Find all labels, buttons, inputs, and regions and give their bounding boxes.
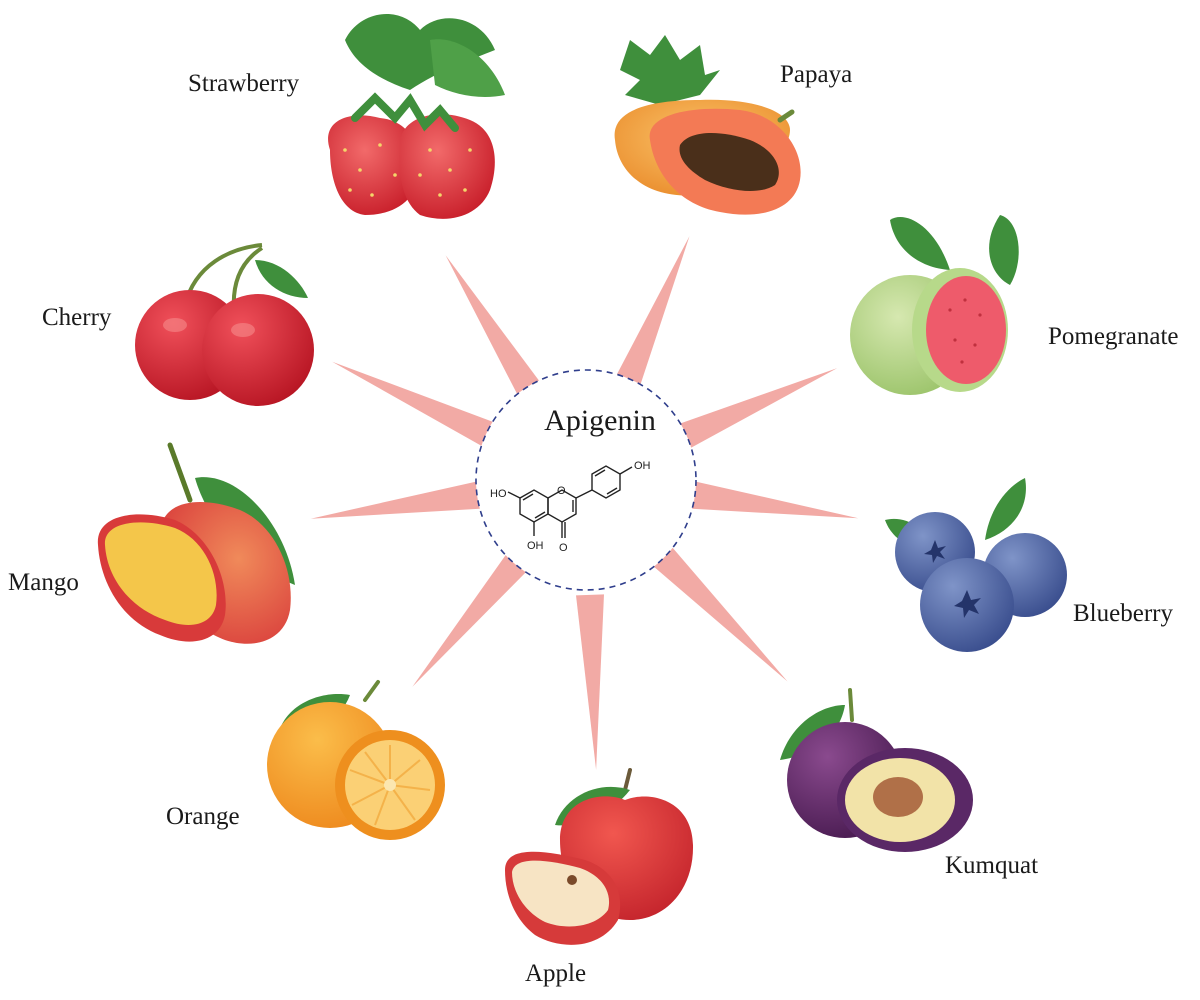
fruit-label-papaya: Papaya (780, 61, 853, 88)
cherry-icon (135, 243, 314, 406)
fruit-label-pomegranate: Pomegranate (1048, 323, 1179, 350)
hydroxyl-5-label: OH (527, 540, 544, 552)
ray-apple (576, 594, 604, 770)
ring-oxygen-label: O (557, 485, 566, 497)
blueberry-icon (885, 478, 1067, 652)
guava-like-fruit-icon (850, 215, 1019, 395)
mango-icon (97, 442, 295, 644)
fruit-label-cherry: Cherry (42, 304, 112, 331)
ray-blueberry (688, 480, 859, 519)
apigenin-structure (507, 465, 633, 538)
ray-pomegranate (671, 368, 838, 453)
fruit-label-mango: Mango (8, 569, 79, 596)
ray-mango (310, 480, 484, 519)
orange-icon (267, 680, 445, 840)
fruit-label-kumquat: Kumquat (945, 852, 1039, 879)
carbonyl-oxygen-label: O (559, 542, 568, 554)
strawberry-icon (328, 13, 505, 219)
fruit-label-blueberry: Blueberry (1073, 600, 1173, 627)
fruit-label-strawberry: Strawberry (188, 70, 300, 97)
compound-title: Apigenin (544, 404, 656, 437)
papaya-icon (614, 35, 801, 215)
ray-strawberry (445, 255, 548, 407)
ray-group (310, 236, 859, 770)
center-dashed-circle (475, 369, 697, 591)
ray-orange (412, 547, 533, 687)
fruit-label-orange: Orange (166, 803, 240, 830)
apple-icon (505, 768, 694, 945)
ray-kumquat (646, 540, 788, 682)
ring-c (547, 489, 577, 523)
ray-papaya (610, 236, 690, 398)
fruit-label-apple: Apple (525, 960, 587, 987)
plum-like-fruit-icon (780, 688, 973, 852)
hydroxyl-7-label: HO (490, 488, 507, 500)
ray-cherry (332, 361, 502, 451)
hydroxyl-4prime-label: OH (634, 460, 651, 472)
